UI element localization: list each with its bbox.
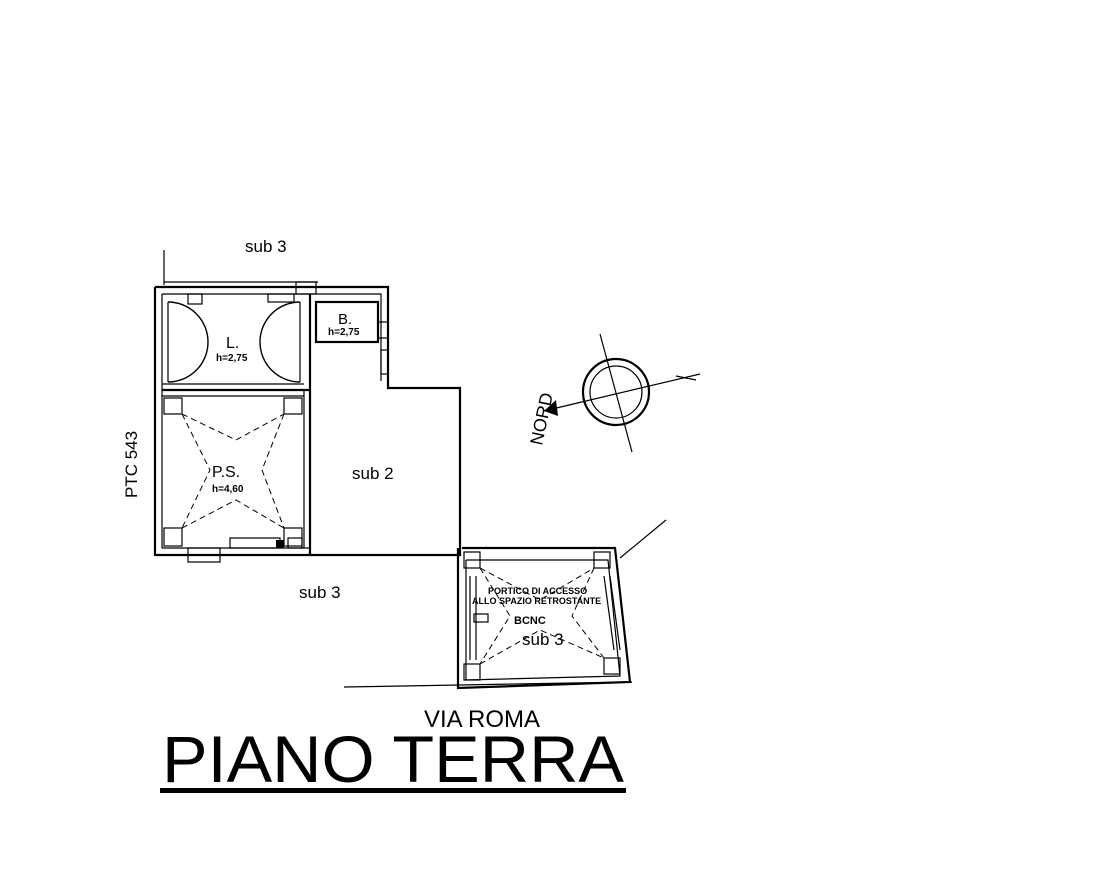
north-compass: NORD [526,333,701,453]
north-arrow-icon [544,400,558,416]
room-ps-height: h=4,60 [212,484,244,495]
portico-label-line2: ALLO SPAZIO RETROSTANTE [472,596,601,606]
room-b-height: h=2,75 [328,327,360,338]
room-ps: P.S. h=4,60 [163,397,303,547]
window-top-1 [187,293,203,305]
room-l: L. h=2,75 [167,301,301,383]
step-bottom-2 [229,537,281,549]
bcnc-label: BCNC [514,615,546,627]
step-bottom-3 [276,540,284,548]
sub3-left-bottom-label: sub 3 [299,583,341,602]
sub2-label: sub 2 [352,464,394,483]
room-l-height: h=2,75 [216,353,248,364]
portico: PORTICO DI ACCESSO ALLO SPAZIO RETROSTAN… [456,546,632,690]
room-b-label: B. [338,311,352,328]
room-b: B. h=2,75 [314,300,389,344]
street-line [343,681,633,688]
boundary-diagonal [619,519,667,559]
window-right [380,349,389,375]
window-top-2 [267,293,295,303]
room-l-label: L. [226,335,239,352]
main-building [153,285,462,557]
page-title: PIANO TERRA [162,722,624,796]
ptc-label: PTC 543 [122,431,141,498]
window-top-3 [295,281,317,295]
portico-label-line1: PORTICO DI ACCESSO [488,586,587,596]
nord-label: NORD [526,391,557,447]
street-label: VIA ROMA [424,706,540,733]
room-ps-label: P.S. [212,464,240,481]
step-bottom-1 [187,547,221,563]
step-bottom-4 [287,537,303,549]
sub3-top-label: sub 3 [245,237,287,256]
sub3-portico-label: sub 3 [522,630,564,649]
title-underline [160,788,626,793]
